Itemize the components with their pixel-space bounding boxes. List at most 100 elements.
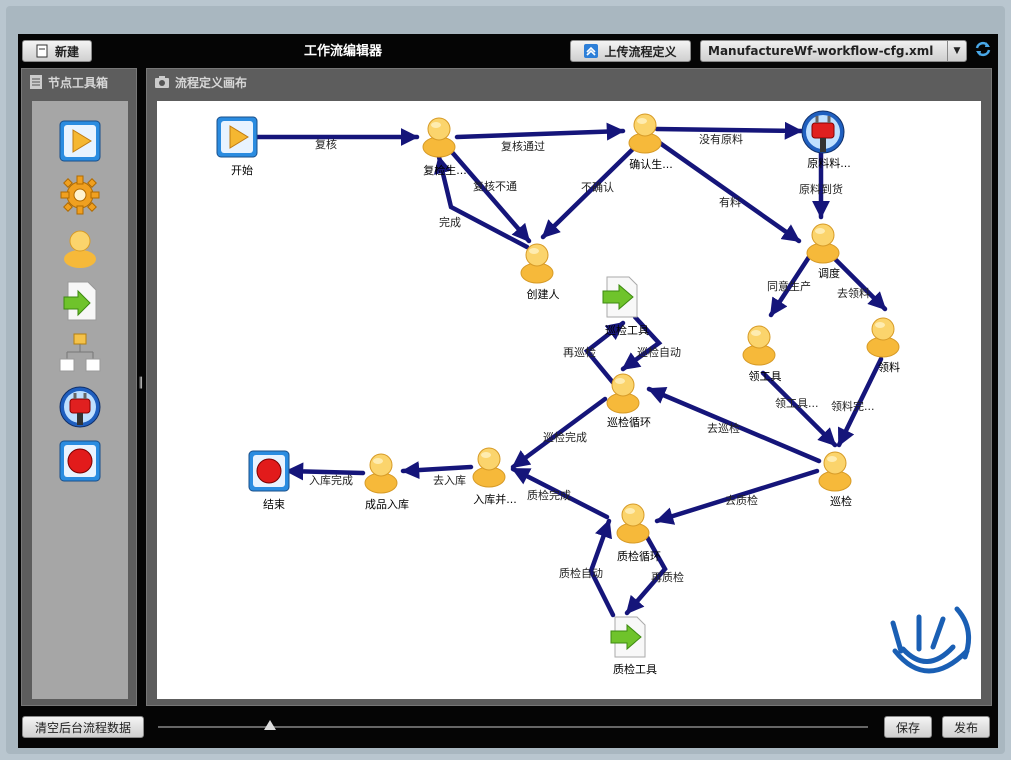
node-dispatch[interactable]: 调度 — [806, 223, 840, 280]
edge-e21[interactable] — [400, 461, 474, 480]
start-node-icon — [216, 116, 258, 158]
node-start[interactable]: 开始 — [216, 116, 258, 177]
edge-e5[interactable] — [540, 144, 638, 240]
workflow-diagram: 复核 复核通过 复核不通 完成 不确认 没有原料 有料 原料到货 同意生产 去领… — [216, 110, 972, 676]
person-task-icon[interactable] — [58, 225, 102, 269]
edge-label-e2: 复核通过 — [501, 139, 545, 153]
person-icon — [628, 113, 662, 154]
edge-e16[interactable] — [510, 396, 608, 470]
edge-e19[interactable] — [588, 518, 616, 618]
edge-e20[interactable] — [624, 534, 668, 616]
zoom-slider-thumb[interactable] — [264, 720, 276, 730]
upload-definition-button[interactable]: 上传流程定义 — [570, 40, 691, 62]
edges-layer — [254, 121, 888, 618]
sub-process-icon[interactable] — [58, 279, 102, 323]
node-end[interactable]: 结束 — [248, 450, 290, 511]
node-label-start: 开始 — [231, 163, 253, 177]
node-label-review: 复检生... — [423, 163, 467, 177]
workflow-file-select[interactable]: ManufactureWf-workflow-cfg.xml ▼ — [700, 40, 967, 62]
edge-e3[interactable] — [448, 148, 532, 244]
node-material[interactable]: 原料料... — [801, 110, 851, 170]
edge-e7[interactable] — [654, 138, 802, 244]
list-icon — [30, 75, 42, 89]
node-patrol-loop[interactable]: 巡检循环 — [606, 373, 651, 429]
edge-e4[interactable] — [434, 154, 530, 250]
node-label-in-and: 入库并... — [473, 492, 517, 506]
company-logo — [890, 606, 972, 674]
edge-e10[interactable] — [830, 254, 888, 312]
plugin-node-icon[interactable] — [58, 385, 102, 429]
node-get-tools[interactable]: 领工具 — [742, 325, 782, 383]
node-label-end: 结束 — [263, 498, 285, 511]
upload-button-label: 上传流程定义 — [604, 44, 677, 59]
workflow-canvas[interactable]: 复核 复核通过 复核不通 完成 不确认 没有原料 有料 原料到货 同意生产 去领… — [157, 101, 981, 699]
edge-label-e1: 复核 — [315, 137, 337, 151]
node-label-patrol-tool: 巡检工具 — [605, 323, 649, 337]
edge-e17[interactable] — [654, 468, 820, 525]
edge-e22[interactable] — [284, 462, 366, 481]
zoom-slider-track[interactable] — [158, 726, 868, 728]
chevron-down-icon[interactable]: ▼ — [947, 41, 966, 61]
edge-e12[interactable] — [836, 356, 884, 448]
workflow-file-value: ManufactureWf-workflow-cfg.xml — [708, 44, 934, 58]
edge-e18[interactable] — [510, 466, 610, 520]
edge-e14[interactable] — [620, 314, 663, 372]
person-icon — [520, 243, 554, 284]
edge-e13[interactable] — [583, 320, 626, 388]
new-button[interactable]: 新建 — [22, 40, 92, 62]
edge-label-e22: 入库完成 — [309, 473, 353, 487]
edge-e11[interactable] — [760, 370, 838, 448]
edge-label-e14: 巡检自动 — [637, 345, 681, 359]
save-button[interactable]: 保存 — [884, 716, 932, 738]
edge-label-e16: 巡检完成 — [543, 430, 587, 444]
start-node-icon[interactable] — [58, 119, 102, 163]
edge-label-e18: 质检完成 — [527, 488, 571, 502]
node-label-creator: 创建人 — [527, 287, 560, 301]
node-creator[interactable]: 创建人 — [520, 243, 560, 301]
canvas-panel: 流程定义画布 — [146, 68, 992, 706]
refresh-icon[interactable] — [974, 40, 992, 58]
clear-backend-data-button[interactable]: 清空后台流程数据 — [22, 716, 144, 738]
edge-e15[interactable] — [646, 386, 822, 464]
edge-label-e6: 没有原料 — [699, 132, 743, 146]
node-qc-tool[interactable]: 质检工具 — [610, 616, 657, 676]
app-title: 工作流编辑器 — [303, 44, 382, 59]
save-button-label: 保存 — [895, 720, 920, 735]
edge-label-e3: 复核不通 — [473, 179, 517, 193]
node-patrol[interactable]: 巡检 — [818, 451, 852, 508]
edge-label-e10: 去领料 — [837, 286, 870, 300]
node-patrol-tool[interactable]: 巡检工具 — [602, 276, 649, 337]
node-label-patrol: 巡检 — [830, 494, 852, 508]
fork-icon[interactable] — [58, 331, 102, 375]
node-get-material[interactable]: 领料 — [866, 317, 900, 374]
end-node-icon[interactable] — [58, 439, 102, 483]
node-label-patrol-loop: 巡检循环 — [607, 415, 651, 429]
edge-labels: 复核 复核通过 复核不通 完成 不确认 没有原料 有料 原料到货 同意生产 去领… — [309, 132, 875, 584]
new-button-label: 新建 — [54, 44, 79, 59]
task-gear-icon[interactable] — [58, 173, 102, 217]
node-confirm[interactable]: 确认生... — [628, 113, 673, 171]
person-icon — [472, 447, 506, 488]
edge-label-e9: 同意生产 — [767, 279, 811, 293]
plugin-node-icon — [801, 110, 845, 154]
node-in-and[interactable]: 入库并... — [472, 447, 517, 506]
node-qc-loop[interactable]: 质检循环 — [616, 503, 661, 563]
node-product-in[interactable]: 成品入库 — [364, 453, 409, 511]
edge-label-e15: 去巡检 — [707, 421, 740, 435]
edge-label-e5: 不确认 — [581, 181, 614, 194]
sub-process-icon — [602, 276, 638, 318]
top-toolbar: 新建 工作流编辑器 上传流程定义 ManufactureWf-workflow-… — [18, 34, 998, 68]
end-node-icon — [248, 450, 290, 492]
person-icon — [806, 223, 840, 264]
node-label-get-tools: 领工具 — [749, 370, 782, 383]
panel-splitter-handle[interactable]: ║ — [138, 378, 145, 389]
node-review[interactable]: 复检生... — [422, 117, 467, 177]
toolbox-panel: 节点工具箱 — [21, 68, 137, 706]
person-icon — [818, 451, 852, 492]
edge-e6[interactable] — [654, 121, 804, 140]
edge-e2[interactable] — [454, 122, 626, 141]
node-label-qc-tool: 质检工具 — [613, 662, 657, 676]
edge-e9[interactable] — [768, 254, 812, 318]
canvas-header: 流程定义画布 — [147, 69, 991, 95]
publish-button[interactable]: 发布 — [942, 716, 990, 738]
